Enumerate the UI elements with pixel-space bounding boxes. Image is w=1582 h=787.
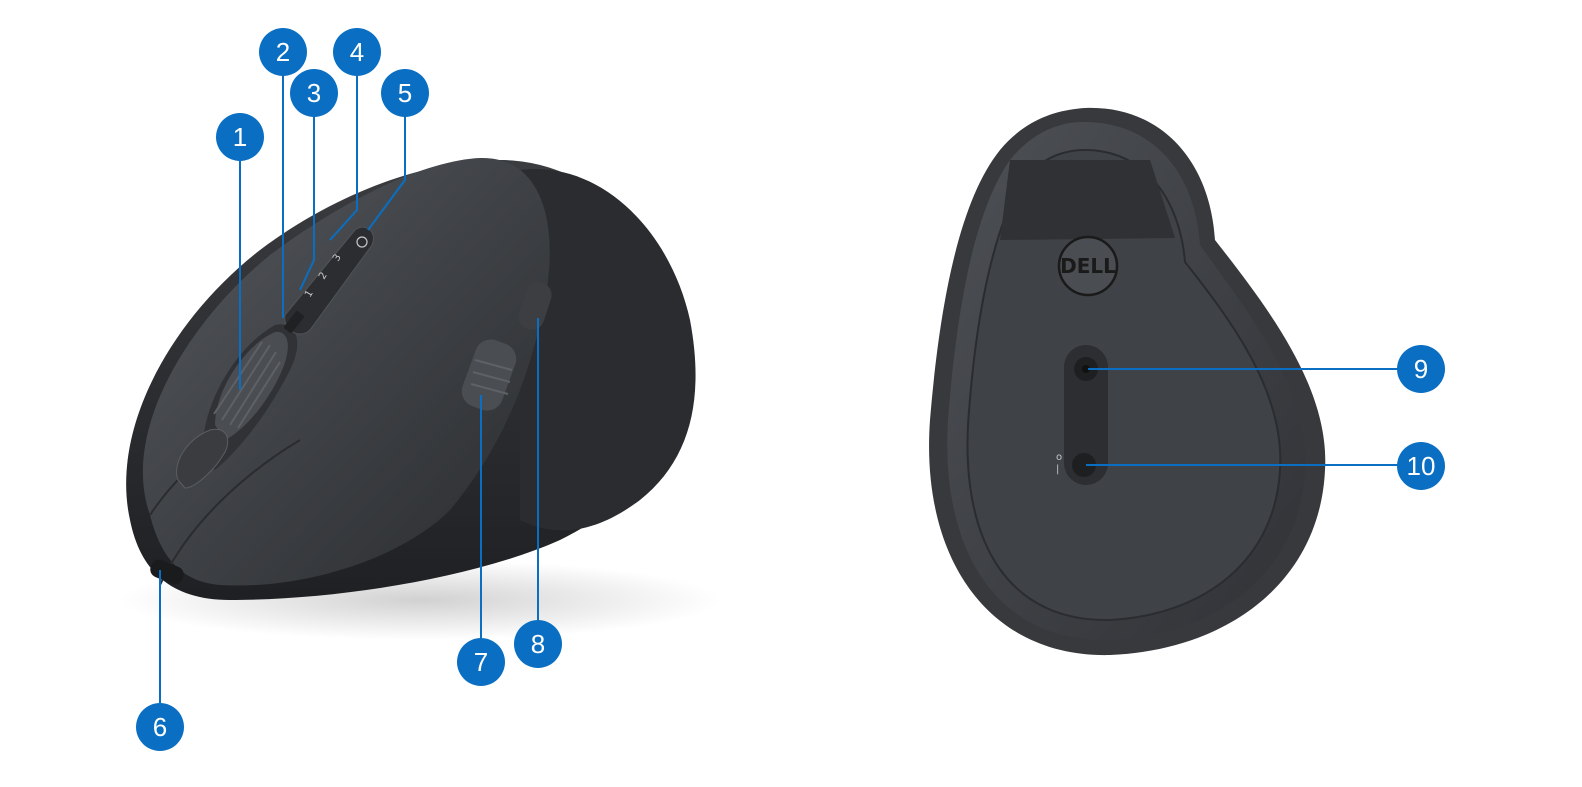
callout-lines xyxy=(159,75,1398,703)
svg-text:9: 9 xyxy=(1414,354,1428,384)
callout-badges: 1 2 3 4 5 6 7 8 9 10 xyxy=(136,28,1445,751)
callout-9: 9 xyxy=(1397,345,1445,393)
scroll-wheel xyxy=(213,331,288,440)
svg-text:|: | xyxy=(1056,464,1059,475)
usb-c-port xyxy=(150,559,184,585)
svg-text:2: 2 xyxy=(276,37,290,67)
svg-text:o: o xyxy=(1056,452,1062,463)
svg-text:3: 3 xyxy=(307,78,321,108)
dell-logo: DELL xyxy=(1057,235,1119,297)
mouse-bottom-view: DELL o | xyxy=(929,107,1326,656)
callout-4: 4 xyxy=(333,28,381,76)
side-buttons xyxy=(461,282,552,411)
svg-text:10: 10 xyxy=(1407,451,1436,481)
callout-1: 1 xyxy=(216,113,264,161)
device-switch-strip: 1 2 3 xyxy=(284,226,374,335)
svg-text:6: 6 xyxy=(153,712,167,742)
callout-8: 8 xyxy=(514,620,562,668)
mic-icon xyxy=(356,236,368,248)
svg-text:1: 1 xyxy=(233,122,247,152)
channel-1-icon: 1 xyxy=(303,288,316,299)
callout-10: 10 xyxy=(1397,442,1445,490)
callout-7: 7 xyxy=(457,638,505,686)
channel-2-icon: 2 xyxy=(317,270,330,281)
callout-5: 5 xyxy=(381,69,429,117)
svg-text:8: 8 xyxy=(531,629,545,659)
callout-2: 2 xyxy=(259,28,307,76)
channel-3-icon: 3 xyxy=(331,252,344,263)
callout-3: 3 xyxy=(290,69,338,117)
svg-text:4: 4 xyxy=(350,37,364,67)
callout-6: 6 xyxy=(136,703,184,751)
power-switch xyxy=(1072,453,1096,477)
mouse-top-view: 1 2 3 xyxy=(120,157,720,640)
svg-text:5: 5 xyxy=(398,78,412,108)
svg-text:7: 7 xyxy=(474,647,488,677)
svg-text:DELL: DELL xyxy=(1060,254,1116,278)
